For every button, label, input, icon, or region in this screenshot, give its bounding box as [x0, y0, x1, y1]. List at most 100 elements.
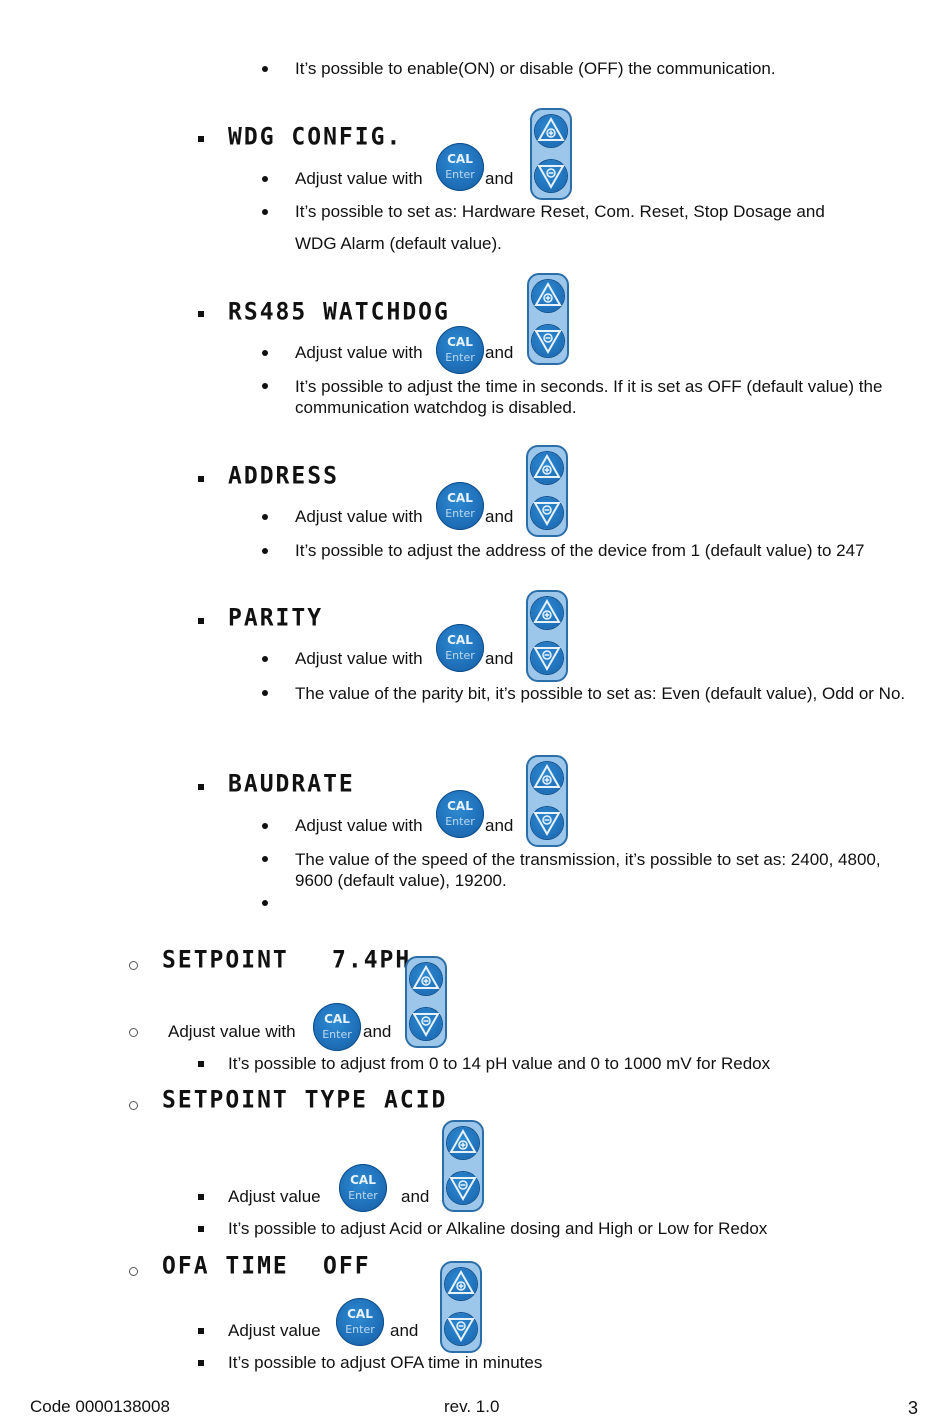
- lcd-setpoint-value: 7.4PH: [332, 946, 412, 974]
- enter-label: Enter: [445, 168, 475, 181]
- cal-enter-button-icon: CAL Enter: [336, 1298, 384, 1346]
- adjust-value-text: Adjust value: [228, 1321, 321, 1340]
- cal-enter-button-icon: CAL Enter: [436, 624, 484, 672]
- bullet-square: [198, 1328, 204, 1334]
- enter-label: Enter: [345, 1323, 375, 1336]
- and-text: and: [485, 343, 514, 362]
- lcd-ofa-value: OFF: [323, 1252, 371, 1280]
- bullet-square: [198, 136, 204, 142]
- baud-desc: The value of the speed of the transmissi…: [295, 850, 881, 890]
- bullet-dot: [262, 690, 268, 696]
- and-text: and: [485, 649, 514, 668]
- keypad-glyphs-icon: [533, 598, 561, 672]
- wdg-desc-line1: It’s possible to set as: Hardware Reset,…: [295, 202, 825, 221]
- page-number: 3: [908, 1398, 919, 1418]
- bullet-dot: [262, 383, 268, 389]
- lcd-setpoint: SETPOINT: [162, 946, 289, 974]
- rs485-desc: It’s possible to adjust the time in seco…: [295, 377, 883, 417]
- lcd-baudrate: BAUDRATE: [228, 770, 355, 798]
- adjust-with-text: Adjust value with: [295, 343, 423, 362]
- bullet-square: [198, 476, 204, 482]
- keypad-glyphs-icon: [447, 1269, 475, 1343]
- bullet-dot: [262, 900, 268, 906]
- keypad-glyphs-icon: [533, 763, 561, 837]
- cal-label: CAL: [324, 1012, 350, 1026]
- and-text: and: [485, 169, 514, 188]
- bullet-dot: [262, 548, 268, 554]
- address-desc: It’s possible to adjust the address of t…: [295, 541, 865, 560]
- cal-label: CAL: [447, 335, 473, 349]
- bullet-square: [198, 1194, 204, 1200]
- cal-enter-button-icon: CAL Enter: [339, 1164, 387, 1212]
- bullet-square: [198, 784, 204, 790]
- keypad-glyphs-icon: [537, 116, 565, 190]
- up-down-keypad-icon: [526, 445, 568, 537]
- enter-label: Enter: [445, 815, 475, 828]
- lcd-rs485-watchdog: RS485 WATCHDOG: [228, 298, 450, 326]
- keypad-glyphs-icon: [534, 281, 562, 355]
- up-down-keypad-icon: [526, 755, 568, 847]
- bullet-dot: [262, 350, 268, 356]
- cal-label: CAL: [447, 491, 473, 505]
- footer-revision: rev. 1.0: [444, 1397, 500, 1416]
- bullet-square: [198, 618, 204, 624]
- and-text: and: [485, 816, 514, 835]
- adjust-value-text: Adjust value: [228, 1187, 321, 1206]
- up-down-keypad-icon: [405, 956, 447, 1048]
- up-down-keypad-icon: [530, 108, 572, 200]
- adjust-with-text: Adjust value with: [295, 649, 423, 668]
- cal-enter-button-icon: CAL Enter: [436, 790, 484, 838]
- bullet-square: [198, 1061, 204, 1067]
- cal-label: CAL: [347, 1307, 373, 1321]
- up-down-keypad-icon: [526, 590, 568, 682]
- lcd-setpoint-type-value: ACID: [384, 1086, 448, 1114]
- bullet-square: [198, 311, 204, 317]
- bullet-circle: [129, 1028, 138, 1037]
- cal-enter-button-icon: CAL Enter: [436, 482, 484, 530]
- adjust-with-text: Adjust value with: [295, 507, 423, 526]
- keypad-glyphs-icon: [533, 453, 561, 527]
- lcd-parity: PARITY: [228, 604, 324, 632]
- and-text: and: [363, 1022, 392, 1041]
- bullet-circle: [129, 1267, 138, 1276]
- keypad-glyphs-icon: [412, 964, 440, 1038]
- comm-enable-text: It’s possible to enable(ON) or disable (…: [295, 59, 776, 78]
- bullet-dot: [262, 823, 268, 829]
- up-down-keypad-icon: [442, 1120, 484, 1212]
- enter-label: Enter: [348, 1189, 378, 1202]
- bullet-square: [198, 1226, 204, 1232]
- and-text: and: [390, 1321, 419, 1340]
- cal-label: CAL: [447, 799, 473, 813]
- enter-label: Enter: [322, 1028, 352, 1041]
- enter-label: Enter: [445, 507, 475, 520]
- cal-enter-button-icon: CAL Enter: [436, 326, 484, 374]
- and-text: and: [485, 507, 514, 526]
- parity-desc: The value of the parity bit, it’s possib…: [295, 684, 906, 703]
- keypad-glyphs-icon: [449, 1128, 477, 1202]
- adjust-with-text: Adjust value with: [295, 816, 423, 835]
- bullet-square: [198, 1360, 204, 1366]
- setpoint-desc: It’s possible to adjust from 0 to 14 pH …: [228, 1054, 771, 1073]
- bullet-dot: [262, 209, 268, 215]
- lcd-setpoint-type: SETPOINT TYPE: [162, 1086, 369, 1114]
- adjust-with-text: Adjust value with: [295, 169, 423, 188]
- enter-label: Enter: [445, 649, 475, 662]
- cal-enter-button-icon: CAL Enter: [436, 143, 484, 191]
- lcd-address: ADDRESS: [228, 462, 339, 490]
- bullet-dot: [262, 656, 268, 662]
- sptype-desc: It’s possible to adjust Acid or Alkaline…: [228, 1219, 768, 1238]
- cal-label: CAL: [350, 1173, 376, 1187]
- bullet-circle: [129, 961, 138, 970]
- bullet-dot: [262, 856, 268, 862]
- ofa-desc: It’s possible to adjust OFA time in minu…: [228, 1353, 543, 1372]
- lcd-ofa-time: OFA TIME: [162, 1252, 289, 1280]
- enter-label: Enter: [445, 351, 475, 364]
- cal-enter-button-icon: CAL Enter: [313, 1003, 361, 1051]
- bullet-dot: [262, 66, 268, 72]
- adjust-with-text: Adjust value with: [168, 1022, 296, 1041]
- and-text: and: [401, 1187, 430, 1206]
- bullet-dot: [262, 514, 268, 520]
- cal-label: CAL: [447, 633, 473, 647]
- bullet-dot: [262, 176, 268, 182]
- footer-code: Code 0000138008: [30, 1397, 170, 1416]
